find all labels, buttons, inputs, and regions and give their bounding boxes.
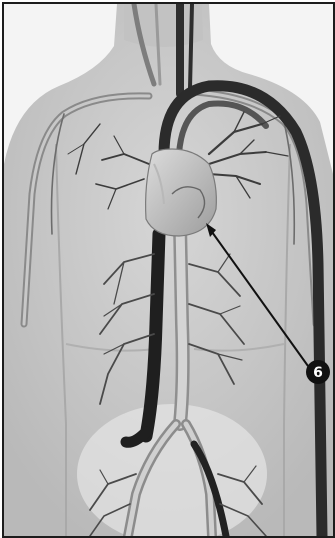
callout-badge: 6 <box>306 360 330 384</box>
heart <box>146 149 217 236</box>
body-silhouette <box>4 4 333 536</box>
circulatory-illustration: 6 <box>4 4 333 536</box>
callout-label-6: 6 <box>313 365 323 381</box>
